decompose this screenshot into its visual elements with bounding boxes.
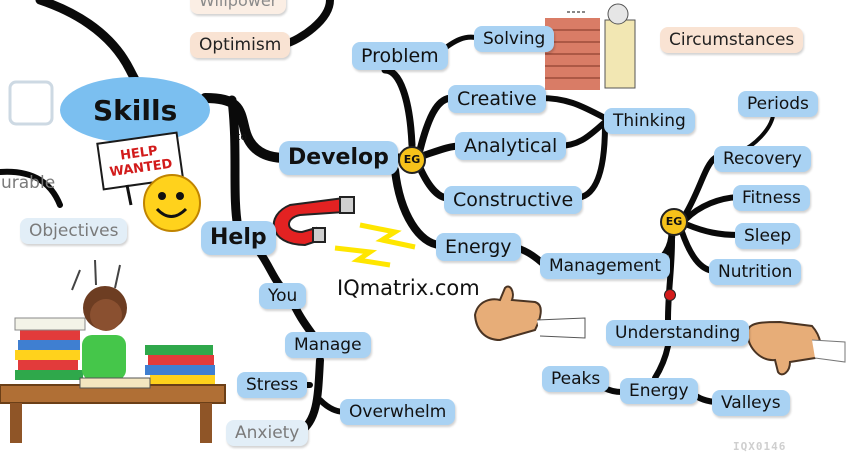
- node-management[interactable]: Management: [540, 253, 670, 279]
- node-understanding[interactable]: Understanding: [606, 320, 750, 346]
- node-willpower[interactable]: Willpower: [190, 0, 287, 14]
- watermark: IQX0146: [733, 440, 787, 453]
- node-sleep[interactable]: Sleep: [735, 223, 801, 249]
- node-creative[interactable]: Creative: [448, 85, 546, 113]
- node-overwhelm[interactable]: Overwhelm: [340, 399, 456, 425]
- node-help[interactable]: Help: [201, 221, 276, 255]
- node-skills[interactable]: Skills: [93, 94, 178, 127]
- node-valleys[interactable]: Valleys: [712, 390, 790, 416]
- node-fitness[interactable]: Fitness: [733, 185, 810, 211]
- node-periods[interactable]: Periods: [738, 91, 818, 117]
- node-thinking[interactable]: Thinking: [604, 108, 695, 134]
- brand-label: IQmatrix.com: [333, 276, 484, 300]
- central-cloud: [60, 77, 210, 143]
- node-stress[interactable]: Stress: [237, 372, 308, 398]
- node-anxiety[interactable]: Anxiety: [226, 420, 309, 446]
- thumbs-up-illustration: [473, 285, 586, 342]
- node-constructive[interactable]: Constructive: [444, 186, 583, 214]
- connector-to: to: [236, 130, 248, 143]
- help-wanted-figure: [96, 131, 201, 232]
- node-recovery[interactable]: Recovery: [714, 146, 811, 172]
- stressed-person-illustration: [0, 259, 226, 443]
- node-measurable-fragment[interactable]: urable: [1, 173, 56, 193]
- node-circumstances[interactable]: Circumstances: [660, 27, 804, 53]
- node-solving[interactable]: Solving: [474, 26, 555, 52]
- magnet-illustration: [272, 196, 416, 268]
- node-manage[interactable]: Manage: [285, 332, 371, 358]
- eg-badge-develop: EG: [398, 146, 426, 174]
- node-analytical[interactable]: Analytical: [455, 132, 567, 160]
- node-optimism[interactable]: Optimism: [190, 32, 291, 58]
- brick-wall-illustration: [545, 3, 636, 90]
- node-peaks[interactable]: Peaks: [542, 366, 610, 392]
- thumbs-down-illustration: [746, 320, 846, 376]
- node-you[interactable]: You: [259, 283, 307, 309]
- node-nutrition[interactable]: Nutrition: [709, 259, 802, 285]
- node-develop[interactable]: Develop: [279, 141, 398, 175]
- node-problem[interactable]: Problem: [352, 42, 448, 70]
- red-dot-understanding: [664, 289, 676, 301]
- node-energy[interactable]: Energy: [436, 233, 521, 261]
- node-objectives[interactable]: Objectives: [20, 218, 128, 244]
- eg-badge-management: EG: [660, 208, 688, 236]
- node-energy-2[interactable]: Energy: [620, 378, 698, 404]
- faded-frame-icon: [8, 80, 54, 126]
